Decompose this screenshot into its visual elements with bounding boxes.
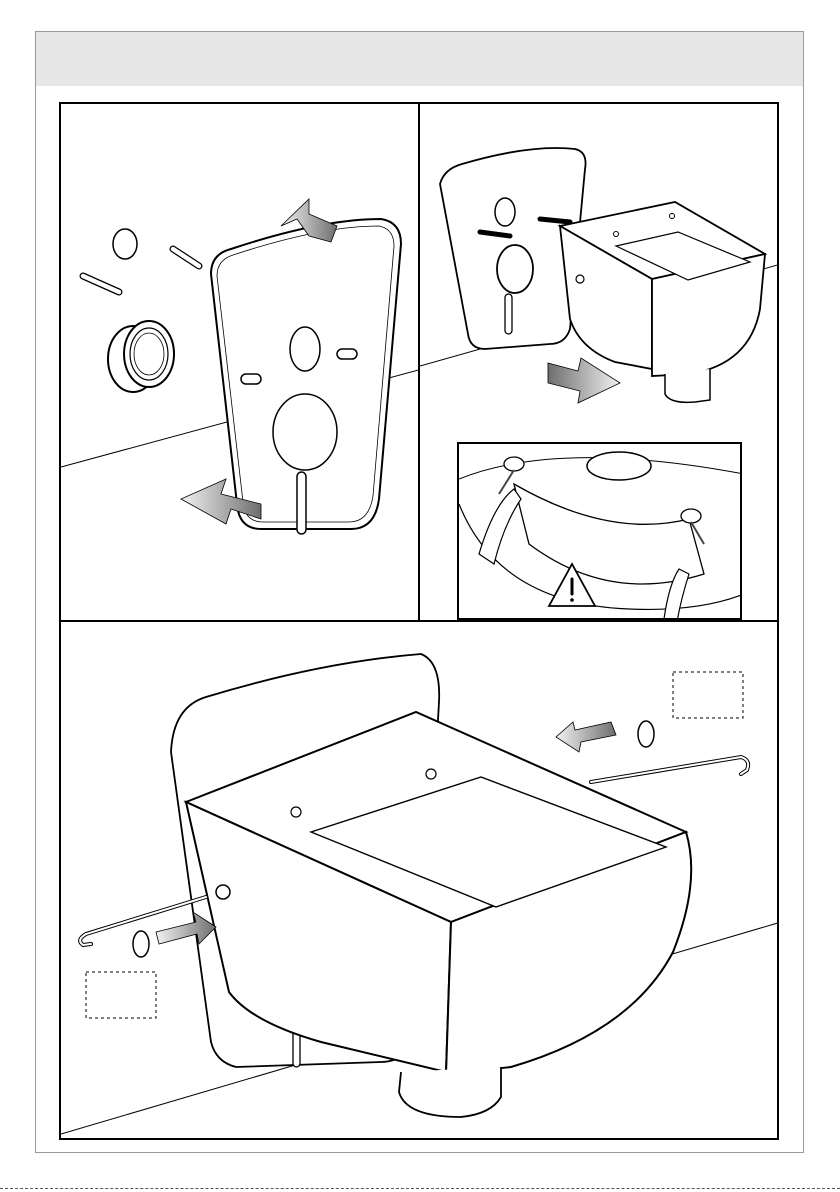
- inset-bowl-back: [514, 484, 704, 584]
- plate-bottom-slot: [297, 472, 306, 534]
- inset-hand-left: [479, 489, 521, 564]
- callout-box-right: [673, 672, 743, 718]
- toilet-outlet: [399, 1067, 501, 1117]
- plate-right-slot: [337, 349, 357, 359]
- panel-step-2: [418, 102, 779, 622]
- panel-inset-check: [457, 442, 742, 620]
- bolt-right: [540, 219, 570, 222]
- bolt-part-upper: [173, 249, 199, 266]
- fixing-hole-left: [216, 885, 230, 899]
- header-band: [36, 32, 803, 86]
- step-3-illustration: [61, 622, 779, 1140]
- cap-right: [638, 721, 654, 747]
- plate-bottom-slot: [505, 294, 512, 334]
- inset-bolt-right: [681, 509, 701, 523]
- flush-pipe-part: [108, 321, 174, 392]
- callout-box-left: [86, 972, 156, 1018]
- manual-page: [35, 31, 804, 1153]
- seat-hole-left: [291, 807, 301, 817]
- inset-flush-hole: [587, 452, 651, 480]
- inset-bolt-left: [504, 457, 524, 471]
- flush-pipe: [497, 245, 533, 293]
- plate-left-slot: [241, 374, 261, 384]
- arrow-insert-right: [556, 722, 616, 752]
- panel-step-1: [59, 102, 420, 622]
- plate-top-hole: [495, 198, 515, 226]
- seat-hole-right: [426, 769, 436, 779]
- step-1-illustration: [61, 104, 420, 622]
- cap-left: [133, 931, 149, 957]
- plate-top-hole: [290, 327, 320, 371]
- page-cut-line: [0, 1188, 840, 1189]
- inset-illustration: [459, 444, 742, 620]
- bolt-part-lower: [83, 276, 119, 292]
- panel-step-3: [59, 620, 779, 1140]
- plate-large-hole: [273, 394, 337, 470]
- cap-part: [113, 229, 137, 259]
- arrow-push-toward-wall: [548, 358, 620, 403]
